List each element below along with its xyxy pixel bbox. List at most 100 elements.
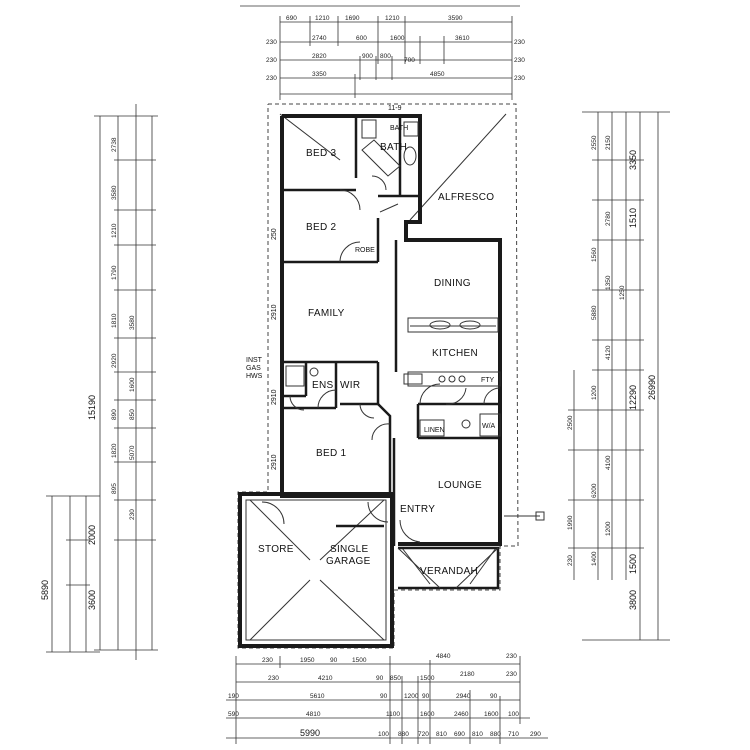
room-label-ens: ENS <box>312 380 333 391</box>
right-lower-dim-2: 1500 <box>628 554 638 574</box>
wall-mark-1: 250 <box>271 228 278 240</box>
bottom-dim-10: 850 <box>390 675 401 682</box>
bottom-dim-12: 2180 <box>460 671 475 678</box>
right-upper-dim-1: 3350 <box>628 150 638 170</box>
bottom-dim-7: 230 <box>268 675 279 682</box>
left-dim-2000: 2000 <box>87 525 97 545</box>
bottom-dim-1: 230 <box>262 657 273 664</box>
right-overall-dim: 26990 <box>647 375 657 400</box>
room-label-bed3: BED 3 <box>306 148 337 159</box>
left-stack-5: 1810 <box>111 313 118 328</box>
bottom-dim-20: 90 <box>490 693 498 700</box>
bottom-dim-29: 100 <box>378 731 389 738</box>
toilet-icon <box>403 146 417 166</box>
bottom-dim-35: 880 <box>490 731 501 738</box>
room-label-lounge: LOUNGE <box>438 480 482 491</box>
vanity-icon <box>361 119 377 139</box>
left-stack-2: 3580 <box>111 185 118 200</box>
room-label-kitchen: KITCHEN <box>432 348 478 359</box>
bottom-dim-23: 1100 <box>386 711 400 718</box>
bottom-dim-26: 1600 <box>484 711 499 718</box>
right-stack-14: 1200 <box>605 521 612 536</box>
wall-marks: 250 2910 2910 2910 11-9 <box>271 105 402 470</box>
left-overall-dim: 15190 <box>87 395 97 420</box>
left-stack-12: 5070 <box>129 445 136 460</box>
room-label-fty: FTY <box>481 377 495 384</box>
room-label-bath-small: BATH <box>390 125 408 132</box>
doors <box>261 175 501 543</box>
right-stack-9: 1200 <box>591 385 598 400</box>
left-stack-4: 1790 <box>111 265 118 280</box>
bottom-dim-9: 90 <box>376 675 384 682</box>
top-edge-4: 230 <box>514 39 525 46</box>
top-edge-1: 230 <box>266 39 277 46</box>
wall-mark-5: 11-9 <box>388 105 402 112</box>
ens-basin-icon <box>309 367 319 377</box>
top-dim-1: 690 <box>286 15 297 22</box>
bottom-dim-4: 1500 <box>352 657 367 664</box>
right-upper-dim-2: 1510 <box>628 208 638 228</box>
left-stack-8: 1600 <box>129 377 136 392</box>
fixtures <box>285 119 545 521</box>
bottom-dim-33: 690 <box>454 731 465 738</box>
right-stack-13: 1990 <box>567 515 574 530</box>
right-stack-8: 1250 <box>619 285 626 300</box>
bottom-dim-15: 5610 <box>310 693 325 700</box>
right-stack-3: 2780 <box>605 211 612 226</box>
wall-mark-3: 2910 <box>271 389 278 405</box>
right-stack-2: 2150 <box>605 135 612 150</box>
room-label-bed2: BED 2 <box>306 222 337 233</box>
room-label-dining: DINING <box>434 278 471 289</box>
top-dim-9: 3610 <box>455 35 470 42</box>
left-stack-11: 1820 <box>111 443 118 458</box>
right-stack-5: 5880 <box>591 305 598 320</box>
bottom-dim-25: 2460 <box>454 711 469 718</box>
top-dim-12: 800 <box>380 53 391 60</box>
room-label-bath: BATH <box>380 142 407 153</box>
bottom-dim-34: 810 <box>472 731 483 738</box>
left-stack-13: 895 <box>111 483 118 494</box>
room-label-store: STORE <box>258 544 294 555</box>
bottom-dimensions: 230 1950 90 1500 4840 230 230 4210 90 85… <box>226 653 548 744</box>
right-lower-dim-1: 3800 <box>628 590 638 610</box>
bottom-dim-21: 590 <box>228 711 239 718</box>
shower-icon <box>285 365 305 387</box>
left-stack-9: 890 <box>111 409 118 420</box>
room-label-wir: WIR <box>340 380 360 391</box>
bottom-dim-5: 4840 <box>436 653 451 660</box>
room-label-family: FAMILY <box>308 308 345 319</box>
left-stack-14: 230 <box>129 509 136 520</box>
wall-mark-4: 2910 <box>271 454 278 470</box>
garage-walls <box>238 492 394 648</box>
room-label-robe: ROBE <box>355 247 375 254</box>
basin-icon <box>403 121 419 137</box>
right-dimensions: 26990 12290 3350 1510 3800 1500 2550 215… <box>567 111 670 641</box>
right-stack-15: 1400 <box>591 551 598 566</box>
room-label-alfresco: ALFRESCO <box>438 192 494 203</box>
right-stack-1: 2550 <box>591 135 598 150</box>
top-edge-3: 230 <box>266 75 277 82</box>
room-label-linen: LINEN <box>424 427 445 434</box>
bottom-dim-2: 1950 <box>300 657 315 664</box>
top-dim-2: 1210 <box>315 15 330 22</box>
roof-outline <box>237 103 519 649</box>
bottom-dim-22: 4810 <box>306 711 321 718</box>
top-dim-15: 4850 <box>430 71 445 78</box>
bottom-dim-11: 1500 <box>420 675 435 682</box>
left-stack-10: 850 <box>129 409 136 420</box>
left-dim-3600: 3600 <box>87 590 97 610</box>
right-stack-6: 1350 <box>605 275 612 290</box>
top-dim-10: 2820 <box>312 53 327 60</box>
top-edge-2: 230 <box>266 57 277 64</box>
hob-icon <box>438 375 446 383</box>
room-label-bed1: BED 1 <box>316 448 347 459</box>
bottom-dim-6: 230 <box>506 653 517 660</box>
right-mid-dim: 12290 <box>628 385 638 410</box>
top-dim-6: 2740 <box>312 35 327 42</box>
hob-icon-3 <box>458 375 466 383</box>
room-label-garage-1: SINGLE <box>330 544 369 555</box>
verandah <box>397 546 500 590</box>
left-garage-dim: 5890 <box>40 580 50 600</box>
